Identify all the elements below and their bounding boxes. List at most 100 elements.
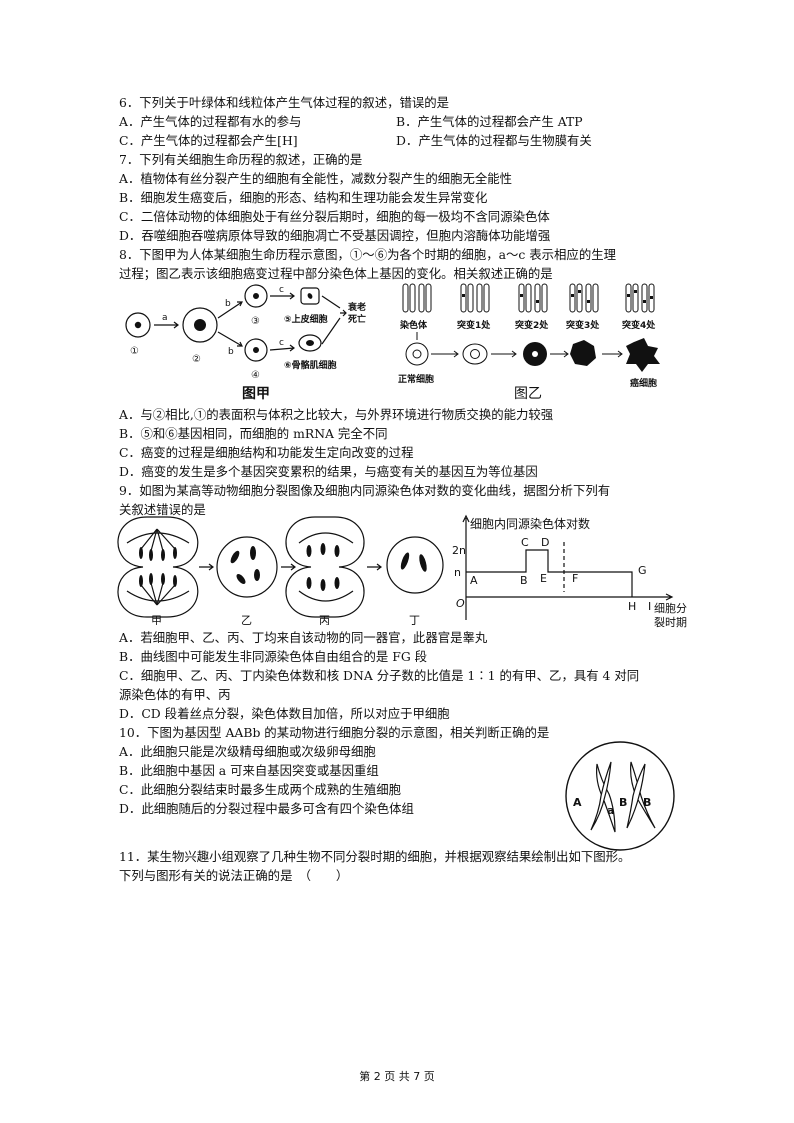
x-label-2: 裂时期 (654, 616, 687, 629)
point-H: H (628, 600, 636, 613)
chromosome-set-mut3 (569, 283, 599, 313)
q8-option-a: A．与②相比,①的表面积与体积之比较大，与外界环境进行物质交换的能力较强 (119, 407, 554, 422)
label-death: 死亡 (347, 313, 366, 325)
point-I: I (648, 600, 651, 613)
label-cell-2: ② (192, 354, 201, 365)
q7-option-d: D．吞噬细胞吞噬病原体导致的细胞凋亡不受基因调控，但胞内溶酶体功能增强 (119, 228, 551, 243)
q9-option-d: D．CD 段着丝点分裂，染色体数目加倍，所以对应于甲细胞 (119, 706, 450, 721)
mutated-cell-1 (462, 343, 488, 365)
label-process-c2: c (279, 338, 284, 348)
q8-option-d: D．癌变的发生是多个基因突变累积的结果，与癌变有关的基因互为等位基因 (119, 464, 538, 479)
q6-option-b: B．产生气体的过程都会产生 ATP (396, 114, 583, 129)
label-mut2: 突变2处 (515, 319, 549, 331)
label-process-b1: b (225, 299, 231, 309)
gene-a: a (607, 804, 614, 817)
q10-option-d: D．此细胞随后的分裂过程中最多可含有四个染色体组 (119, 801, 414, 816)
q9-stem-line2: 关叙述错误的是 (119, 502, 206, 517)
cell-ding (386, 536, 444, 594)
q9-option-b: B．曲线图中可能发生非同源染色体自由组合的是 FG 段 (119, 649, 428, 664)
point-C: C (521, 536, 529, 549)
chromosome-set-mut4 (625, 283, 655, 313)
q10-option-c: C．此细胞分裂结束时最多生成两个成熟的生殖细胞 (119, 782, 402, 797)
cancer-cell (626, 338, 660, 372)
cell-jia (117, 516, 199, 618)
label-mut3: 突变3处 (566, 319, 600, 331)
q8-option-c: C．癌变的过程是细胞结构和功能发生定向改变的过程 (119, 445, 414, 460)
cell-5 (300, 287, 320, 305)
point-A: A (470, 574, 478, 587)
gene-A: A (573, 796, 582, 809)
cell-3 (244, 284, 268, 308)
q7-option-a: A．植物体有丝分裂产生的细胞有全能性，减数分裂产生的细胞无全能性 (119, 171, 513, 186)
gene-B-right: B (643, 796, 651, 809)
q11-stem-line1: 11．某生物兴趣小组观察了几种生物不同分裂时期的细胞，并根据观察结果绘制出如下图… (119, 849, 631, 864)
cell-2 (182, 307, 218, 343)
q10-option-b: B．此细胞中基因 a 可来自基因突变或基因重组 (119, 763, 379, 778)
cell-membrane (565, 741, 675, 851)
x-axis (466, 593, 674, 601)
label-ding: 丁 (409, 614, 420, 625)
label-process-a: a (162, 313, 168, 323)
label-mut1: 突变1处 (457, 319, 491, 331)
cell-yi (216, 536, 278, 598)
point-D: D (541, 536, 549, 549)
cell-4 (244, 338, 268, 362)
q6-option-c: C．产生气体的过程都会产生[H] (119, 133, 298, 148)
q7-stem: 7．下列有关细胞生命历程的叙述，正确的是 (119, 152, 363, 167)
q6-option-d: D．产生气体的过程都与生物膜有关 (396, 133, 592, 148)
q8-stem-line2: 过程；图乙表示该细胞癌变过程中部分染色体上基因的变化。相关叙述正确的是 (119, 266, 553, 281)
label-chromosome: 染色体 (399, 319, 428, 331)
q10-stem: 10．下图为基因型 AABb 的某动物进行细胞分裂的示意图，相关判断正确的是 (119, 725, 550, 740)
q6-option-a: A．产生气体的过程都有水的参与 (119, 114, 302, 129)
q10-option-a: A．此细胞只能是次级精母细胞或次级卵母细胞 (119, 744, 376, 759)
chromatid-right-2 (626, 763, 646, 829)
label-cell-1: ① (130, 346, 139, 357)
q7-option-b: B．细胞发生癌变后，细胞的形态、结构和生理功能会发生异常变化 (119, 190, 488, 205)
gene-B-left: B (619, 796, 627, 809)
chromosome-set-normal (402, 283, 432, 313)
chromosome-set-mut2 (518, 283, 548, 313)
q7-option-c: C．二倍体动物的体细胞处于有丝分裂后期时，细胞的每一极均不含同源染色体 (119, 209, 550, 224)
q9-option-a: A．若细胞甲、乙、丙、丁均来自该动物的同一器官，此器官是睾丸 (119, 630, 488, 645)
q8-stem-line1: 8．下图甲为人体某细胞生命历程示意图，①～⑥为各个时期的细胞，a～c 表示相应的… (119, 247, 616, 262)
chromatid-left-1 (596, 763, 616, 833)
label-epithelial: ⑤上皮细胞 (284, 313, 328, 325)
label-mut4: 突变4处 (622, 319, 656, 331)
q9-cell-images: 甲 乙 丙 丁 (117, 516, 444, 625)
label-muscle: ⑥骨骼肌细胞 (284, 359, 337, 371)
label-normal-cell: 正常细胞 (398, 373, 434, 385)
label-cell-4: ④ (251, 370, 260, 381)
label-cancer-cell: 癌细胞 (630, 377, 657, 389)
point-G: G (638, 564, 647, 577)
q11-stem-line2: 下列与图形有关的说法正确的是 （ ） (119, 868, 349, 883)
label-cell-3: ③ (251, 316, 260, 327)
label-process-c1: c (279, 285, 284, 295)
cell-bing (285, 516, 365, 618)
point-B: B (520, 574, 528, 587)
origin-label: O (456, 597, 465, 610)
label-jia: 甲 (151, 614, 162, 625)
curve (466, 549, 633, 597)
label-bing: 丙 (319, 614, 330, 625)
y-tick-2n: 2n (452, 544, 466, 557)
point-E: E (540, 572, 547, 585)
q9-option-c-line1: C．细胞甲、乙、丙、丁内染色体数和核 DNA 分子数的比值是 1∶1 的有甲、乙… (119, 668, 640, 683)
q10-cell-figure: A a B B (565, 741, 675, 851)
q6-stem: 6．下列关于叶绿体和线粒体产生气体过程的叙述，错误的是 (119, 95, 450, 110)
cell-1 (125, 312, 151, 338)
chromosome-set-mut1 (460, 283, 490, 313)
point-F: F (572, 572, 578, 585)
graph-title: 细胞内同源染色体对数 (470, 516, 590, 531)
page-footer: 第 2 页 共 7 页 (359, 1070, 435, 1083)
label-process-b2: b (228, 347, 234, 357)
caption-yi: 图乙 (514, 386, 542, 402)
y-tick-n: n (454, 566, 461, 579)
q9-stem-line1: 9．如图为某高等动物细胞分裂图像及细胞内同源染色体对数的变化曲线，据图分析下列有 (119, 483, 611, 498)
label-yi: 乙 (241, 614, 252, 625)
q9-option-c-line2: 源染色体的有甲、丙 (119, 687, 231, 702)
x-label-1: 细胞分 (654, 602, 687, 615)
q8-figure-yi: 染色体 突变1处 突变2处 突变3处 突变4处 正常细胞 癌细胞 图乙 (398, 283, 660, 402)
q9-homolog-graph: 细胞内同源染色体对数 2n n O A B C D E F G H I 细胞分 … (452, 514, 687, 629)
normal-cell (405, 342, 429, 366)
label-aging: 衰老 (347, 301, 366, 313)
